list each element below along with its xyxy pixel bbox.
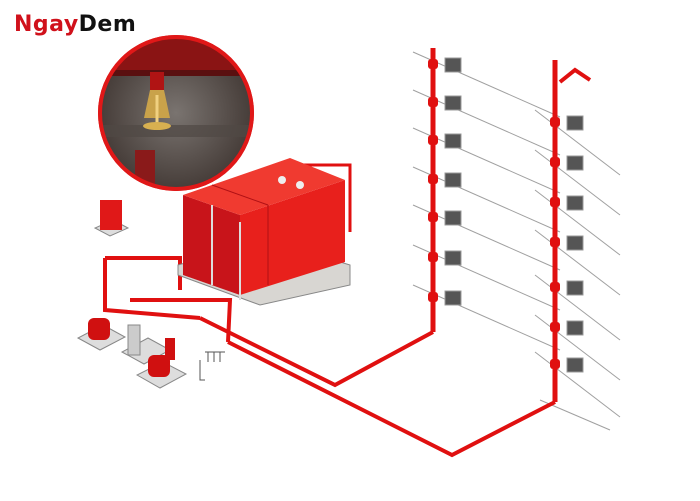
flow-switch-icon <box>566 115 584 131</box>
logo-part-2: Dem <box>78 12 137 37</box>
right-floor-branch-line <box>534 149 621 216</box>
flow-switch-icon <box>566 195 584 211</box>
right-floor-branch-line <box>534 351 621 418</box>
supply-pipe-upper <box>199 316 434 388</box>
flow-switch-icon <box>566 320 584 336</box>
flow-switch-icon <box>444 210 462 226</box>
flow-switch-icon <box>566 280 584 296</box>
brand-logo: NgayDem <box>14 12 136 37</box>
pump-icon <box>76 318 188 389</box>
logo-part-1: Ngay <box>14 12 79 37</box>
flow-switch-icon <box>566 235 584 251</box>
supply-pipe-lower <box>227 340 556 458</box>
flow-switch-icon <box>444 57 462 73</box>
sprinkler-head-photo <box>98 35 254 191</box>
tank-outlet-pipe <box>105 256 182 290</box>
right-floor-branch-line <box>534 109 621 176</box>
right-floor-branch-line <box>534 314 621 381</box>
water-tank-icon <box>177 158 351 306</box>
valve-icon <box>199 351 225 381</box>
right-floor-branch-line <box>534 274 621 341</box>
sprinkler-head-icon <box>143 72 171 130</box>
flow-switch-icon <box>444 133 462 149</box>
right-floor-branch-line <box>534 229 621 296</box>
flow-switch-icon <box>566 357 584 373</box>
tank-fill-pipe <box>300 163 352 232</box>
right-floor-branch-line <box>534 189 621 256</box>
flow-switch-icon <box>566 155 584 171</box>
pump-suction-pipe <box>103 258 201 320</box>
pump-discharge-pipe <box>130 298 233 343</box>
top-branch-pipe <box>558 67 592 84</box>
flow-switch-icon <box>444 172 462 188</box>
flow-switch-icon <box>444 290 462 306</box>
flow-switch-icon <box>444 95 462 111</box>
flow-switch-icon <box>444 250 462 266</box>
pressure-tank-icon <box>93 200 130 237</box>
floor-branches <box>412 51 621 431</box>
